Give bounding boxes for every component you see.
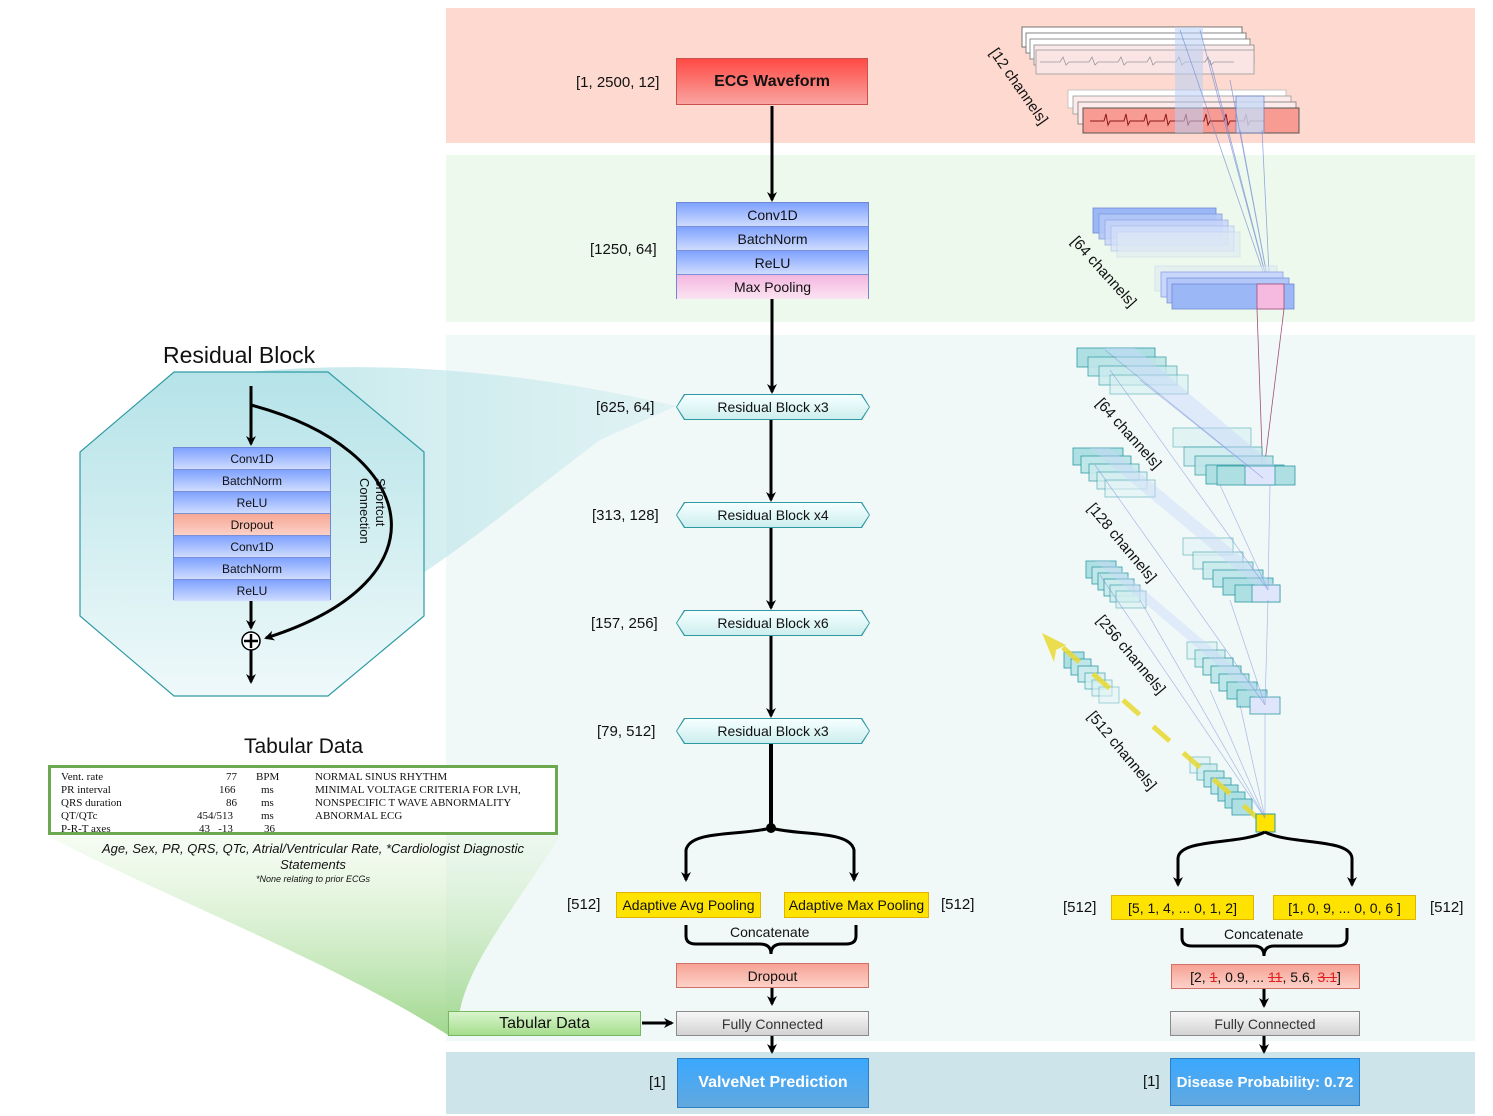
tab-row-unit: ms: [261, 797, 274, 809]
shortcut-label-line2: Connection: [357, 478, 372, 544]
residual-layer-relu-1: ReLU: [174, 492, 330, 514]
stem-layer-batchnorm: BatchNorm: [677, 227, 868, 251]
residual-layer-conv1d-2: Conv1D: [174, 536, 330, 558]
residual-layer-dropout: Dropout: [174, 514, 330, 536]
tab-row-value: 166: [219, 784, 236, 796]
residual-section-band: [446, 335, 1475, 1041]
vector-mid2: , 5.6,: [1282, 968, 1318, 985]
tab-row-name: Vent. rate: [61, 771, 104, 783]
viz-max-pool-vector: [1, 0, 9, ... 0, 0, 6 ]: [1273, 895, 1416, 920]
viz-concatenate-label: Concatenate: [1224, 926, 1304, 942]
viz-output-dimension: [1]: [1143, 1073, 1160, 1090]
valvenet-prediction-box: ValveNet Prediction: [677, 1058, 869, 1108]
stem-layer-conv1d: Conv1D: [677, 203, 868, 227]
adaptive-avg-pooling-box: Adaptive Avg Pooling: [616, 892, 761, 918]
res-stage-3-dimension: [157, 256]: [591, 615, 658, 632]
dropped-value: 3.1: [1317, 968, 1337, 985]
tab-row-value: 454/513: [197, 810, 234, 822]
adaptive-max-pooling-box: Adaptive Max Pooling: [784, 892, 929, 918]
stem-layer-max-pooling: Max Pooling: [677, 275, 868, 299]
ecg-waveform-box: ECG Waveform: [676, 58, 868, 105]
viz-max-pool-dimension: [512]: [1430, 899, 1464, 916]
tab-row-name: P-R-T axes: [61, 823, 111, 835]
residual-block-title: Residual Block: [163, 342, 316, 368]
stem-layer-stack: Conv1D BatchNorm ReLU Max Pooling: [676, 202, 869, 299]
vector-close: ]: [1337, 968, 1341, 985]
res64-channels-visual: [1076, 347, 1296, 486]
tab-row-value: 77: [226, 771, 237, 783]
dashed-arrow-head-icon: [1042, 633, 1066, 662]
stem-section-band: [446, 155, 1475, 322]
res-stage-4-box: Residual Block x3: [677, 719, 869, 743]
tabular-caption-line2: Statements: [280, 857, 346, 872]
dropped-value: 11: [1267, 968, 1283, 985]
disease-probability-box: Disease Probability: 0.72: [1170, 1058, 1360, 1106]
res-stage-2-box: Residual Block x4: [677, 503, 869, 527]
input-section-band: [446, 8, 1475, 143]
dropout-box: Dropout: [676, 963, 869, 988]
tab-row-name: QRS duration: [61, 797, 122, 809]
res-stage-1-box: Residual Block x3: [677, 395, 869, 419]
tab-row-unit: ms: [261, 784, 274, 796]
tab-statement: MINIMAL VOLTAGE CRITERIA FOR LVH,: [315, 784, 521, 796]
tab-statement: NORMAL SINUS RHYTHM: [315, 771, 448, 783]
input-dimension: [1, 2500, 12]: [576, 74, 660, 91]
res128-channels-visual: [1072, 447, 1281, 603]
viz-avg-pool-dimension: [512]: [1063, 899, 1097, 916]
stem-dimension: [1250, 64]: [590, 241, 657, 258]
tab-row-name: PR interval: [61, 784, 111, 796]
residual-layer-conv1d-1: Conv1D: [174, 448, 330, 470]
tabular-zoom-fan: [48, 836, 560, 1035]
tab-row-unit: ms: [261, 810, 274, 822]
dropped-value: 1: [1209, 968, 1218, 985]
concatenate-label: Concatenate: [730, 924, 810, 940]
tabular-footnote: *None relating to prior ECGs: [255, 874, 371, 884]
res-stage-2-dimension: [313, 128]: [592, 507, 659, 524]
residual-layer-relu-2: ReLU: [174, 580, 330, 601]
avg-pool-dimension: [512]: [567, 896, 601, 913]
vector-open: [2,: [1190, 968, 1210, 985]
fully-connected-box: Fully Connected: [676, 1011, 869, 1036]
res-stage-1-dimension: [625, 64]: [596, 399, 655, 416]
vector-mid: , 0.9, ...: [1217, 968, 1268, 985]
residual-layer-stack: Conv1D BatchNorm ReLU Dropout Conv1D Bat…: [173, 447, 331, 601]
tab-row-value: 86: [226, 797, 237, 809]
tab-row-unit: 36: [264, 823, 275, 835]
tabular-data-title: Tabular Data: [244, 735, 364, 758]
tab-row-unit: BPM: [256, 771, 280, 783]
residual-layer-batchnorm-2: BatchNorm: [174, 558, 330, 580]
pooled-feature-square: [1255, 813, 1276, 833]
tabular-data-table: Vent. rate 77 BPM PR interval 166 ms QRS…: [48, 765, 558, 835]
res256-channels-visual: [1085, 560, 1281, 715]
tab-row-name: QT/QTc: [61, 810, 98, 822]
tabular-caption-line1: Age, Sex, PR, QRS, QTc, Atrial/Ventricul…: [102, 841, 524, 856]
tabular-data-input-box: Tabular Data: [448, 1011, 641, 1036]
viz-fully-connected-box: Fully Connected: [1170, 1011, 1360, 1036]
tab-statement: ABNORMAL ECG: [315, 810, 403, 822]
stem-channels-visual: [1092, 207, 1295, 310]
tab-row-value: 43 -13: [199, 823, 233, 835]
viz-avg-pool-vector: [5, 1, 4, ... 0, 1, 2]: [1111, 895, 1254, 920]
tab-statement: NONSPECIFIC T WAVE ABNORMALITY: [315, 797, 512, 809]
residual-layer-batchnorm-1: BatchNorm: [174, 470, 330, 492]
output-dimension: [1]: [649, 1074, 666, 1091]
res-stage-4-dimension: [79, 512]: [597, 723, 656, 740]
viz-dropout-vector: [2, 1, 0.9, ... 11, 5.6, 3.1]: [1171, 964, 1360, 989]
shortcut-label-line1: Shortcut: [373, 478, 388, 527]
max-pool-dimension: [512]: [941, 896, 975, 913]
stem-layer-relu: ReLU: [677, 251, 868, 275]
ecg-channels-visual: [1021, 26, 1300, 134]
res-stage-3-box: Residual Block x6: [677, 611, 869, 635]
